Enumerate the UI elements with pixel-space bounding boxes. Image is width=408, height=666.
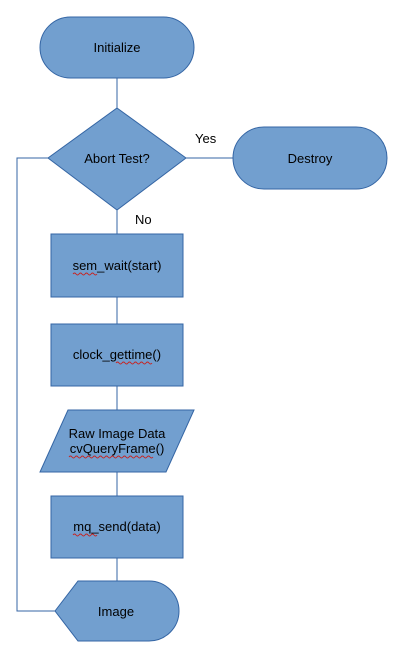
node-clock-gettime-label: clock_gettime()	[73, 347, 161, 362]
edge-label-yes: Yes	[195, 131, 217, 146]
node-destroy: Destroy	[232, 126, 388, 190]
spellcheck-underline	[115, 361, 153, 365]
spellcheck-underline	[68, 455, 154, 459]
spellcheck-underline	[72, 272, 98, 276]
edge-image-loop-to-decision	[16, 157, 55, 612]
node-decision: Abort Test?	[47, 107, 187, 211]
connectors	[16, 78, 233, 612]
node-initialize-label: Initialize	[94, 40, 141, 55]
node-raw-image-label-line1: Raw Image Data	[69, 426, 167, 441]
node-mq-send-label: mq_send(data)	[73, 519, 160, 534]
node-clock-gettime: clock_gettime()	[50, 323, 184, 387]
node-image: Image	[54, 580, 180, 642]
node-raw-image-label-line2: cvQueryFrame()	[70, 441, 165, 456]
node-sem-wait-label: sem_wait(start)	[73, 258, 162, 273]
node-decision-label: Abort Test?	[84, 151, 150, 166]
edge-label-no: No	[135, 212, 152, 227]
node-destroy-label: Destroy	[288, 151, 333, 166]
spellcheck-underline	[72, 533, 98, 537]
node-raw-image-data: Raw Image Data cvQueryFrame()	[39, 409, 195, 473]
node-image-label: Image	[98, 604, 134, 619]
node-sem-wait: sem_wait(start)	[50, 233, 184, 298]
node-mq-send: mq_send(data)	[50, 495, 184, 559]
node-initialize: Initialize	[39, 16, 195, 79]
